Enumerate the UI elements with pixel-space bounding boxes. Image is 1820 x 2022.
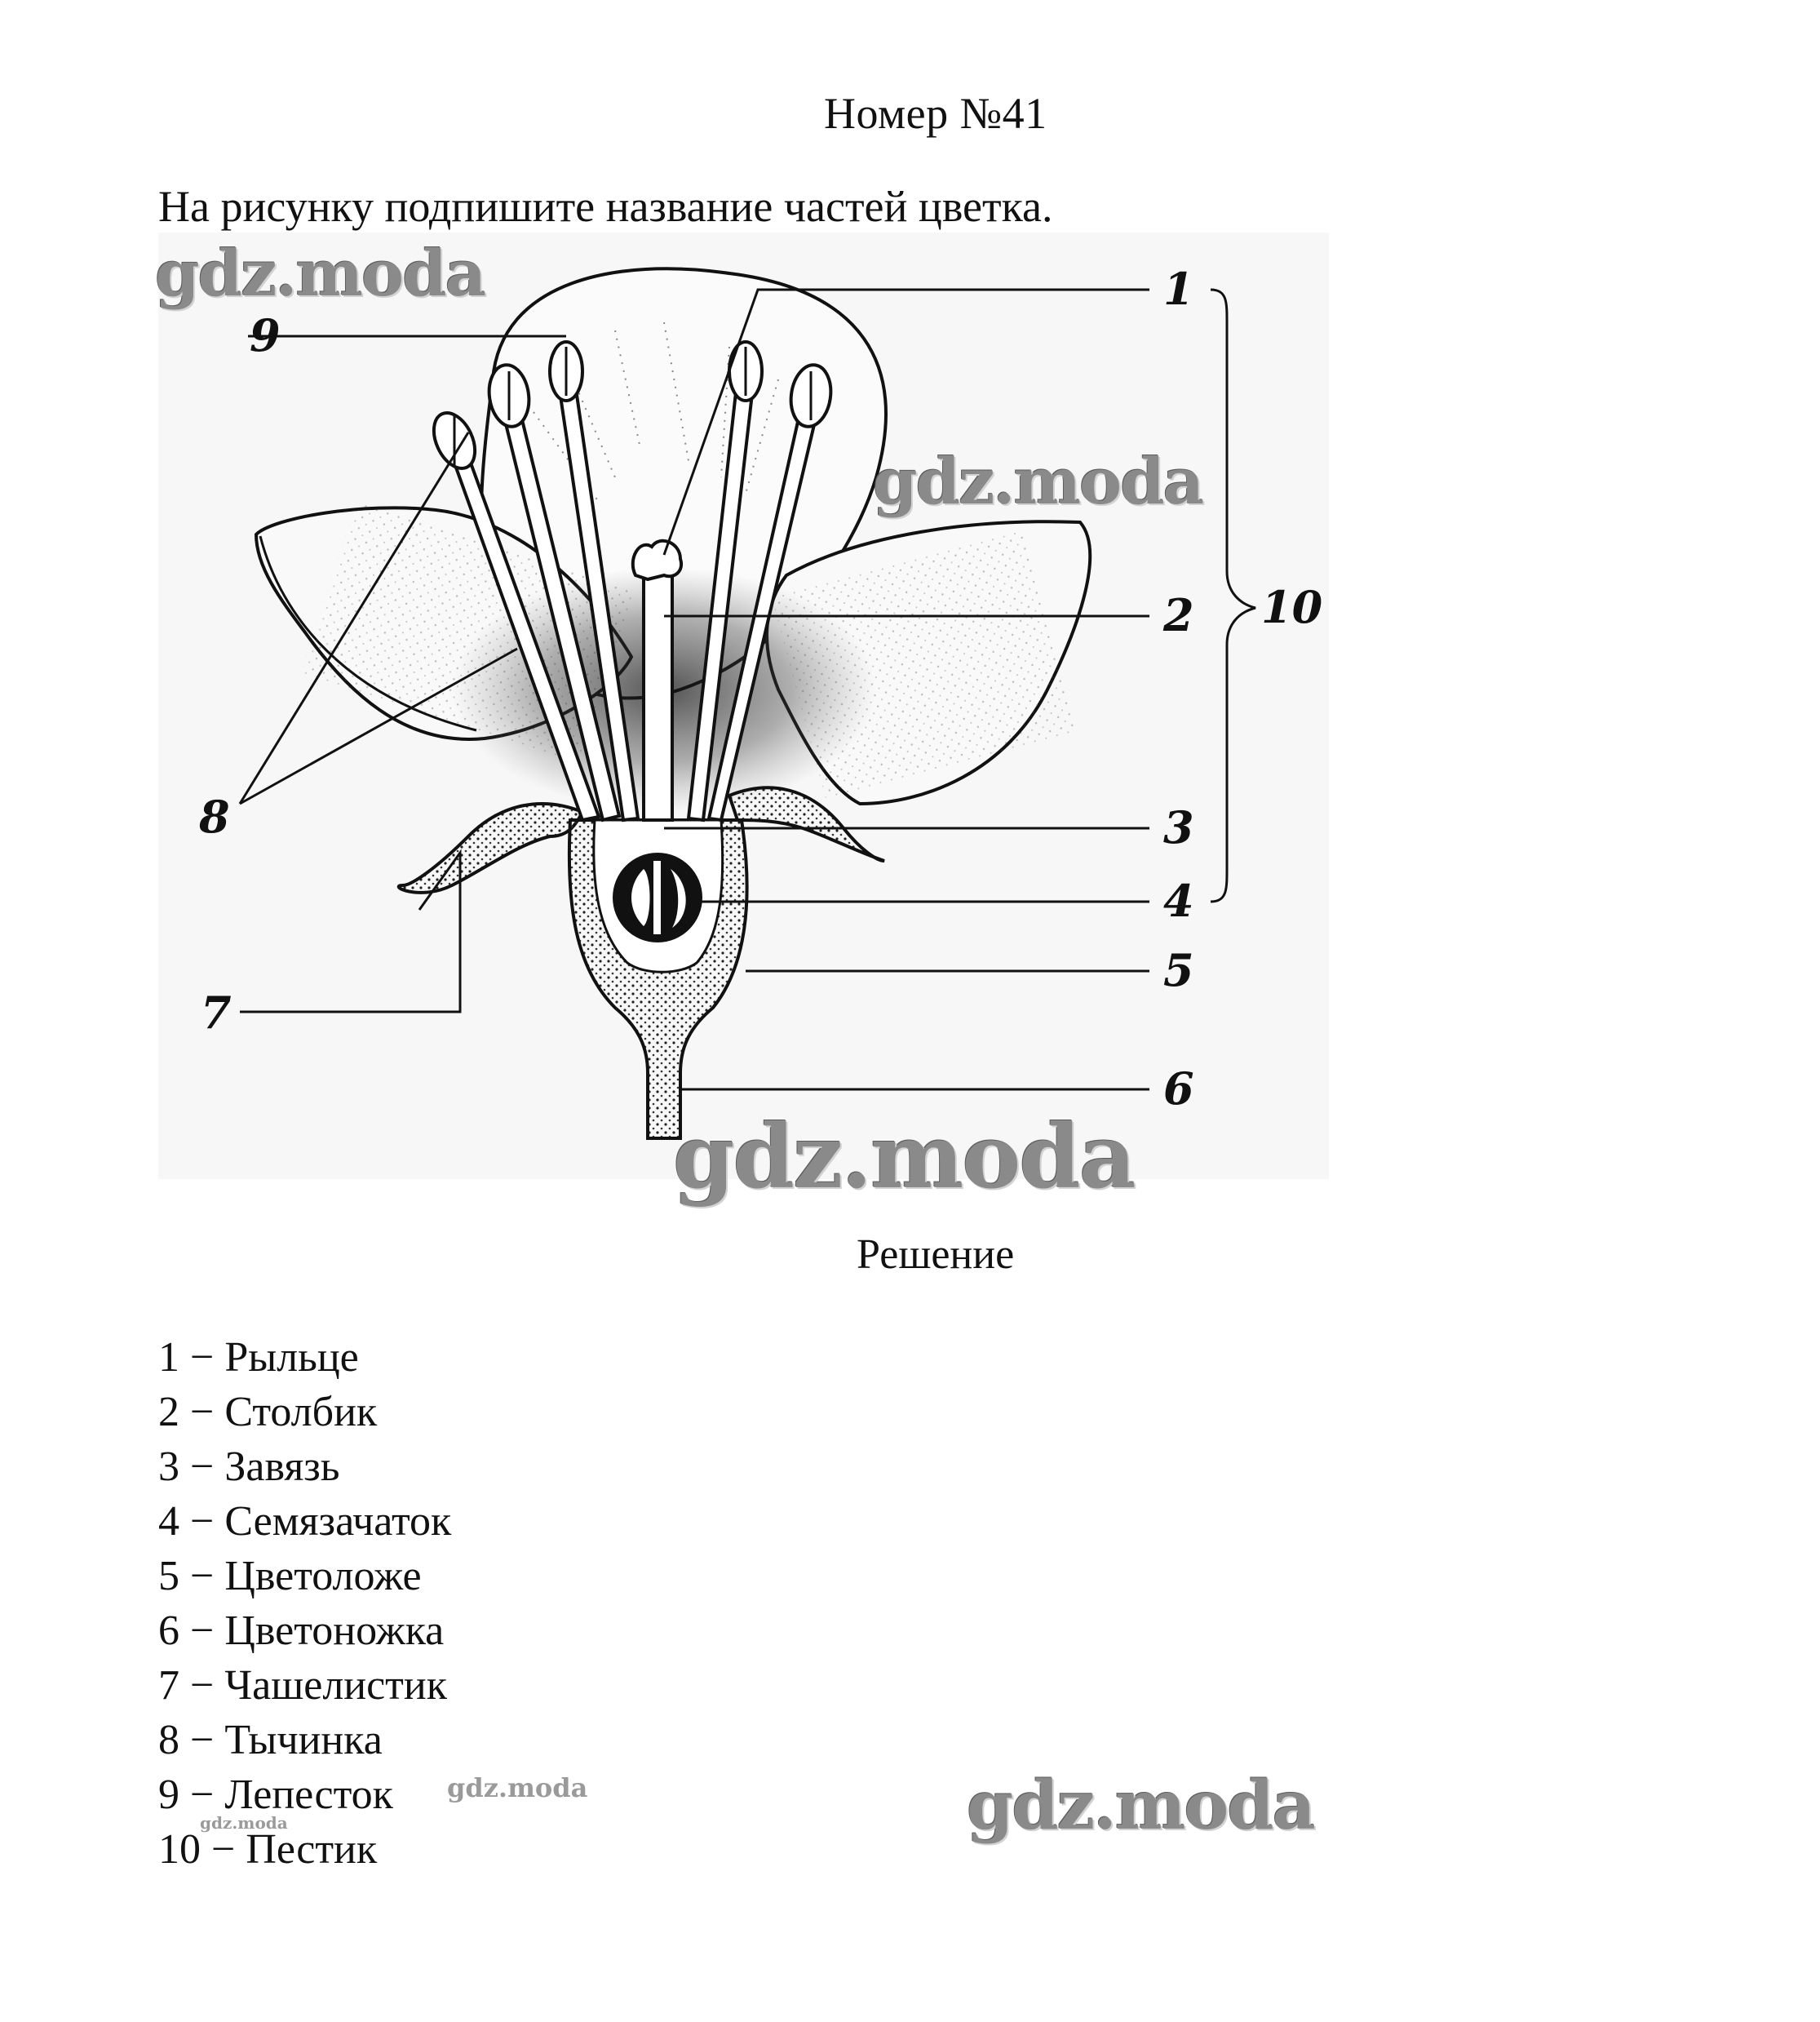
answer-item: 5 − Цветоложе (158, 1553, 422, 1599)
callout-4: 4 (1163, 875, 1194, 927)
page-title: Номер №41 (824, 89, 1047, 138)
watermark-logo: gdz.moda (155, 237, 486, 311)
callout-6: 6 (1163, 1062, 1194, 1115)
answer-item: 6 − Цветоножка (158, 1607, 445, 1654)
task-text: На рисунку подпишите название частей цве… (158, 182, 1053, 231)
callout-3: 3 (1163, 801, 1194, 854)
answer-item: 7 − Чашелистик (158, 1662, 447, 1709)
callout-1: 1 (1163, 263, 1194, 315)
watermark-logo: gdz.moda (967, 1767, 1316, 1845)
watermark-logo: gdz.moda (200, 1813, 288, 1833)
flower-drawing: 1 2 3 4 5 6 7 8 9 10 (198, 263, 1322, 1140)
answer-item: 9 − Лепесток (158, 1771, 393, 1818)
answer-list: 1 − Рыльце 2 − Столбик 3 − Завязь 4 − Се… (158, 1330, 451, 1877)
right-sepal (727, 786, 885, 862)
solution-heading: Решение (857, 1231, 1015, 1278)
leader-lines (238, 288, 1256, 1091)
watermark-logo: gdz.moda (873, 445, 1204, 519)
callout-9: 9 (250, 309, 281, 361)
answer-item: 1 − Рыльце (158, 1334, 359, 1381)
callout-2: 2 (1162, 589, 1194, 641)
answer-item: 2 − Столбик (158, 1389, 378, 1435)
callout-8: 8 (198, 791, 230, 843)
answer-item: 3 − Завязь (158, 1443, 340, 1490)
stigma (631, 539, 684, 582)
callout-5: 5 (1163, 944, 1194, 996)
callout-7: 7 (201, 987, 232, 1039)
answer-item: 4 − Семязачаток (158, 1498, 452, 1545)
answer-item: 8 − Тычинка (158, 1717, 383, 1763)
watermark-logo: gdz.moda (673, 1106, 1136, 1208)
left-sepal (396, 802, 585, 894)
flower-diagram: 1 2 3 4 5 6 7 8 9 10 (158, 233, 1329, 1179)
stamens (432, 340, 833, 823)
callout-10: 10 (1261, 581, 1322, 633)
answer-item: 10 − Пестик (158, 1826, 378, 1873)
pistil-style (642, 561, 674, 822)
watermark-logo: gdz.moda (447, 1772, 588, 1803)
